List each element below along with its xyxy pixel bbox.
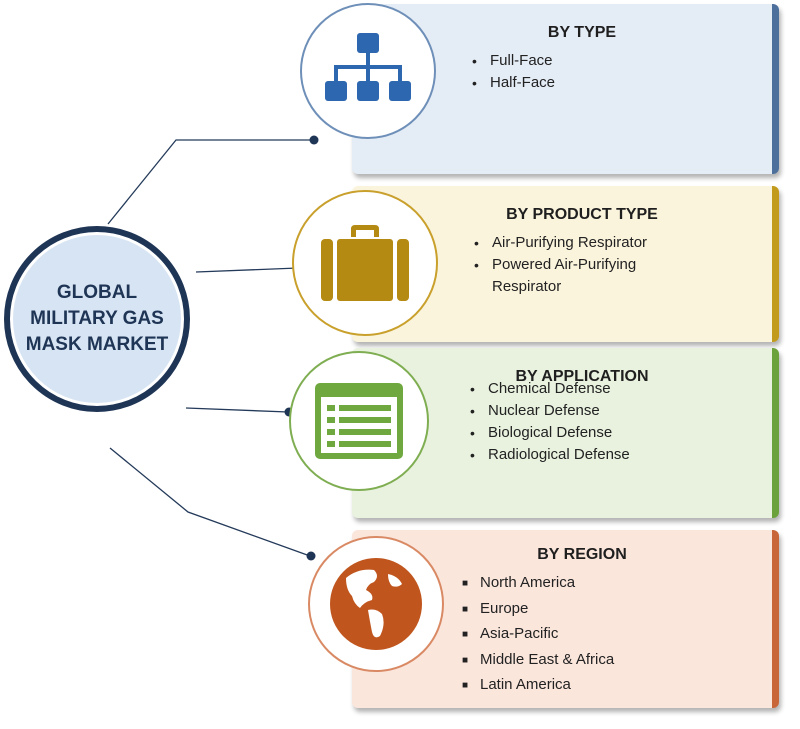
icon-circle-product-type (292, 190, 438, 336)
icon-circle-type (300, 3, 436, 139)
connector-line-application (185, 407, 289, 413)
connector-line-region (109, 447, 311, 557)
connector-dot-region (306, 551, 316, 561)
segment-item: Chemical Defense (470, 378, 630, 400)
segment-item: Air-Purifying Respirator (474, 232, 694, 254)
segment-item: Biological Defense (470, 422, 630, 444)
segment-item: Powered Air-Purifying Respirator (474, 254, 694, 298)
segment-list-type: Full-Face Half-Face (472, 50, 555, 94)
connector-dot-type (309, 135, 319, 145)
segment-item: Full-Face (472, 50, 555, 72)
segment-item: Europe (462, 596, 614, 621)
segment-item: Asia-Pacific (462, 621, 614, 647)
icon-circle-region (308, 536, 444, 672)
globe-icon (330, 558, 422, 650)
segment-title-product-type: BY PRODUCT TYPE (506, 206, 658, 223)
segment-item: Nuclear Defense (470, 400, 630, 422)
list-window-icon (315, 383, 403, 459)
hub-title: GLOBAL MILITARY GAS MASK MARKET (25, 282, 169, 355)
segment-item: Half-Face (472, 72, 555, 94)
segment-item: North America (462, 570, 614, 596)
segment-list-region: North America Europe Asia-Pacific Middle… (462, 570, 614, 698)
segment-list-product-type: Air-Purifying Respirator Powered Air-Pur… (474, 232, 694, 298)
hub-circle: GLOBAL MILITARY GAS MASK MARKET (4, 226, 190, 412)
segment-item: Radiological Defense (470, 444, 630, 466)
hierarchy-icon (325, 33, 411, 101)
connector-line-product-type (195, 267, 299, 273)
segment-item: Middle East & Africa (462, 647, 614, 672)
segment-item: Latin America (462, 672, 614, 698)
briefcase-icon (321, 225, 409, 301)
segment-title-type: BY TYPE (547, 24, 617, 41)
connector-line-type (107, 139, 312, 225)
icon-circle-application (289, 351, 429, 491)
segment-title-region: BY REGION (537, 546, 627, 563)
segment-list-application: Chemical Defense Nuclear Defense Biologi… (470, 378, 630, 466)
